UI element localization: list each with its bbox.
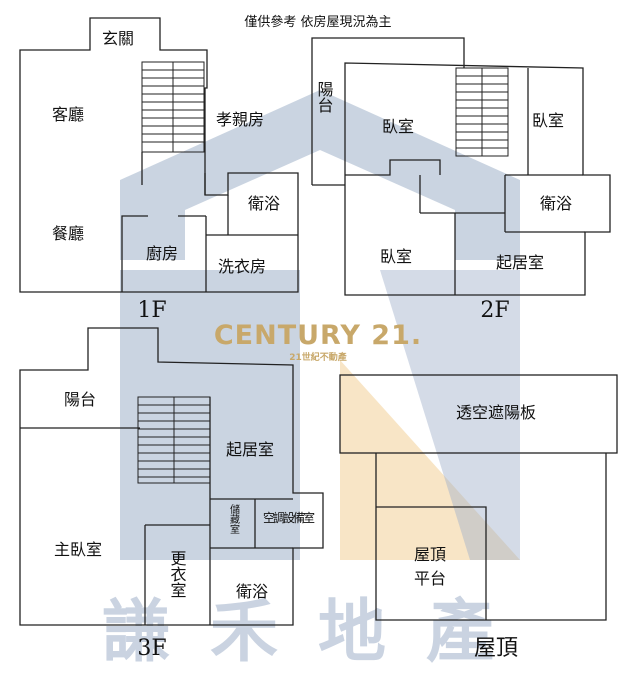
f2-room-bedroom-a: 臥室 (382, 117, 414, 136)
f2-room-family: 起居室 (496, 253, 544, 272)
watermark-tagline: 21世紀不動產 (289, 351, 347, 363)
f3-room-balcony: 陽台 (64, 390, 96, 409)
watermark-agency: 謙禾地產 (102, 593, 534, 672)
floor-1f-plan: 玄關 客廳 餐廳 孝親房 衛浴 廚房 洗衣房 1F (19, 17, 299, 323)
roof-terrace-line1: 屋頂 (414, 545, 446, 564)
f2-stair (455, 67, 509, 157)
f3-room-master: 主臥室 (54, 540, 102, 559)
f3-room-family: 起居室 (226, 440, 274, 459)
f3-room-ac: 空調設備室 (263, 510, 315, 525)
f2-room-bedroom-b: 臥室 (532, 111, 564, 130)
floor-roof-plan: 透空遮陽板 屋頂 平台 屋頂 (339, 374, 618, 661)
floor-3f-plan: 陽台 起居室 儲藏室 空調設備室 主臥室 更衣室 衛浴 3F (19, 327, 324, 661)
f1-room-bath: 衛浴 (248, 194, 280, 213)
f2-label: 2F (480, 298, 509, 323)
floor-2f-plan: 陽台 臥室 臥室 衛浴 臥室 起居室 2F (311, 37, 611, 323)
roof-terrace-line2: 平台 (414, 569, 446, 588)
f2-room-balcony: 陽台 (315, 81, 334, 113)
f3-room-closet: 更衣室 (168, 550, 187, 598)
f1-room-kitchen: 廚房 (146, 244, 178, 263)
f2-room-bath: 衛浴 (540, 194, 572, 213)
f3-label: 3F (137, 636, 166, 661)
watermark-house-right-blue (380, 270, 520, 560)
f3-room-bath: 衛浴 (236, 582, 268, 601)
f1-outline (19, 17, 299, 293)
f1-room-entry: 玄關 (102, 29, 134, 48)
f2-room-bedroom-c: 臥室 (380, 247, 412, 266)
f1-room-living: 客廳 (52, 105, 84, 124)
f1-label: 1F (137, 298, 166, 323)
f1-room-parents: 孝親房 (216, 110, 264, 129)
roof-sunshade: 透空遮陽板 (456, 403, 536, 422)
f3-room-storage: 儲藏室 (228, 504, 240, 534)
roof-label: 屋頂 (474, 636, 518, 661)
disclaimer-note: 僅供參考 依房屋現況為主 (244, 14, 391, 30)
watermark-brand: CENTURY 21. (214, 320, 422, 351)
f1-stair (141, 61, 205, 153)
f1-room-laundry: 洗衣房 (218, 257, 266, 276)
f3-stair (137, 396, 211, 484)
f1-room-dining: 餐廳 (52, 224, 84, 243)
watermark-house-right (340, 360, 520, 560)
watermark: CENTURY 21. 21世紀不動產 謙禾地產 (102, 90, 534, 672)
